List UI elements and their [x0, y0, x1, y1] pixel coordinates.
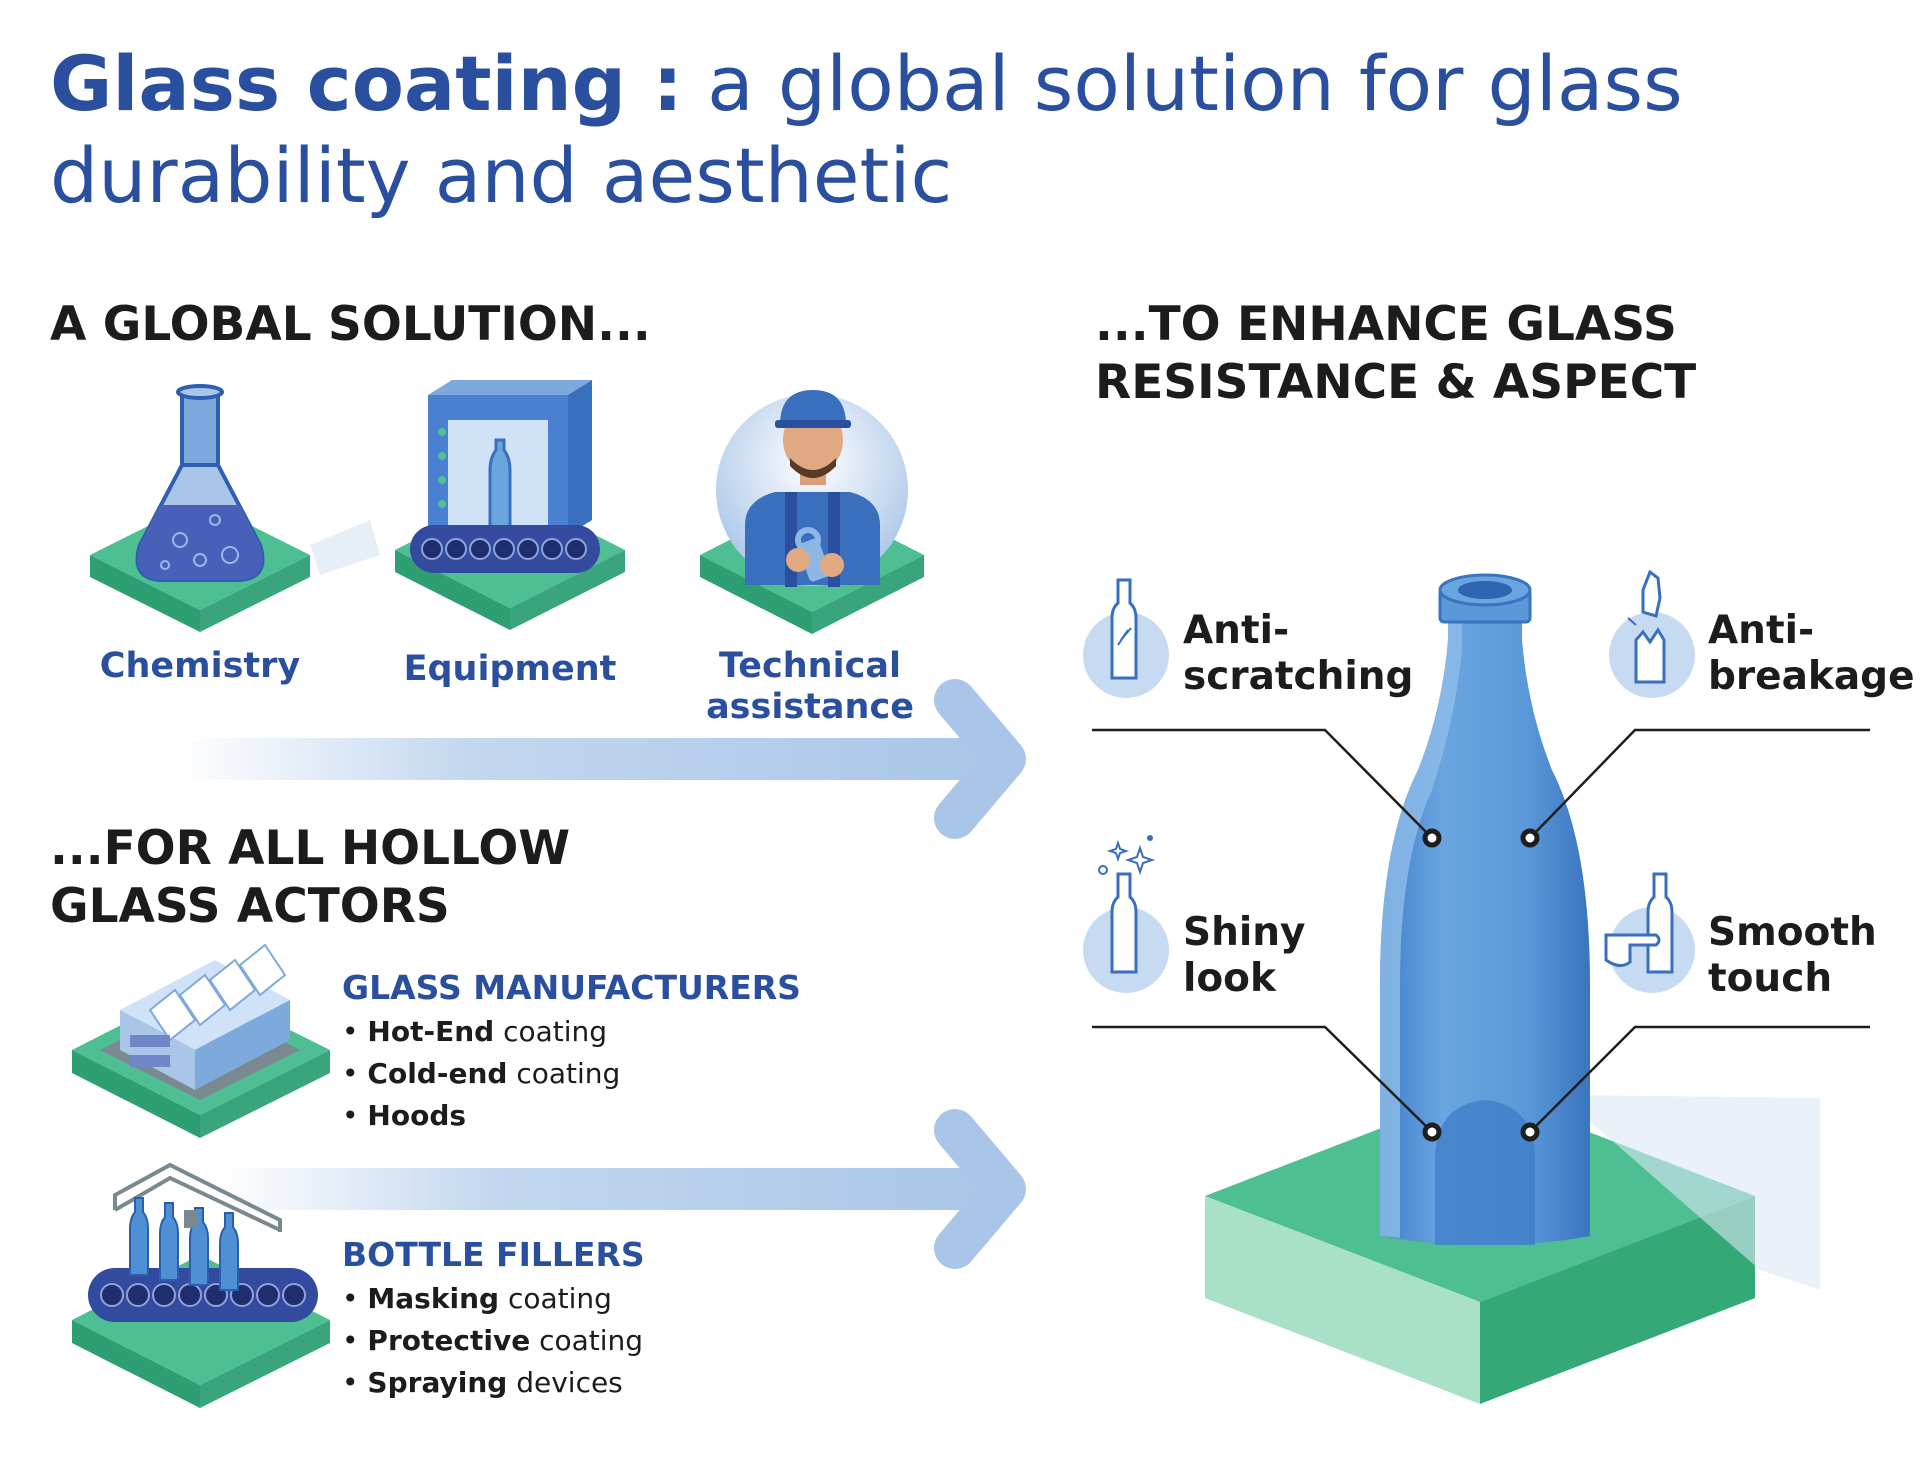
- right-heading-line1: ...TO ENHANCE GLASS: [1095, 297, 1677, 352]
- bottle-fillers-title: BOTTLE FILLERS: [342, 1235, 645, 1274]
- left-heading: A GLOBAL SOLUTION...: [50, 297, 651, 352]
- benefit-anti-scratching: Anti-scratching: [1183, 608, 1414, 699]
- technical-assistance-line1: Technical: [719, 646, 901, 686]
- glass-manufacturers-title: GLASS MANUFACTURERS: [342, 968, 801, 1007]
- list-item: Masking coating: [342, 1278, 645, 1320]
- technician-icon: [700, 390, 924, 634]
- benefit-anti-breakage: Anti-breakage: [1708, 608, 1915, 699]
- broken-bottle-icon: [1609, 569, 1695, 698]
- right-heading-line2: RESISTANCE & ASPECT: [1095, 355, 1697, 410]
- callout-dots: [1422, 828, 1540, 1142]
- title-strong: Glass coating :: [50, 39, 683, 128]
- bottle-fillers-block: BOTTLE FILLERS Masking coating Protectiv…: [342, 1235, 645, 1404]
- title-rest: a global solution for glass durability a…: [50, 39, 1683, 220]
- sparkling-bottle-icon: [1083, 835, 1169, 993]
- glass-manufacturers-list: Hot-End coating Cold-end coating Hoods: [342, 1011, 801, 1137]
- list-item: Hot-End coating: [342, 1011, 801, 1053]
- finger-touch-bottle-icon: [1604, 872, 1695, 993]
- flask-icon: [90, 384, 380, 632]
- factory-icon: [72, 943, 330, 1138]
- callout-lines: [1092, 728, 1870, 1133]
- bottle-fillers-list: Masking coating Protective coating Spray…: [342, 1278, 645, 1404]
- list-item: Protective coating: [342, 1320, 645, 1362]
- list-item: Spraying devices: [342, 1362, 645, 1404]
- equipment-label: Equipment: [403, 649, 617, 689]
- filling-line-icon: [72, 1162, 330, 1408]
- bottle-illustration: [1205, 573, 1820, 1404]
- arrow-bottom: [220, 1109, 1026, 1269]
- scratched-bottle-icon: [1083, 578, 1169, 698]
- list-item: Cold-end coating: [342, 1053, 801, 1095]
- coating-machine-icon: [395, 380, 625, 630]
- glass-manufacturers-block: GLASS MANUFACTURERS Hot-End coating Cold…: [342, 968, 801, 1137]
- actors-heading-line2: GLASS ACTORS: [50, 879, 450, 934]
- page-title: Glass coating : a global solution for gl…: [50, 38, 1850, 222]
- arrow-top: [180, 679, 1026, 839]
- actors-heading-line1: ...FOR ALL HOLLOW: [50, 821, 571, 876]
- chemistry-label: Chemistry: [99, 646, 301, 686]
- technical-assistance-line2: assistance: [706, 687, 914, 727]
- list-item: Hoods: [342, 1095, 801, 1137]
